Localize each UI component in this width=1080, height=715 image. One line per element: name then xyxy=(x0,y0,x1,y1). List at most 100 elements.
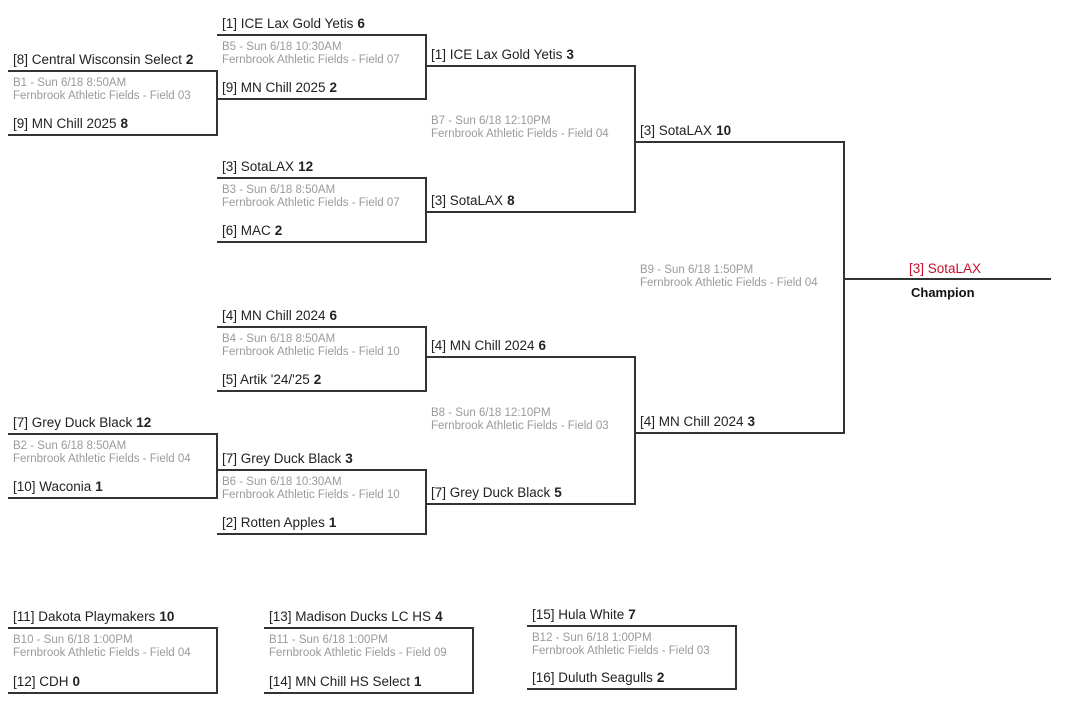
team-name: [4] MN Chill 2024 xyxy=(640,414,744,429)
team-name: [4] MN Chill 2024 xyxy=(431,338,535,353)
team-score: 2 xyxy=(274,223,283,238)
match-b1-connector xyxy=(216,70,218,136)
team-score: 2 xyxy=(656,670,665,685)
team-name: [1] ICE Lax Gold Yetis xyxy=(431,47,563,62)
champion-label: Champion xyxy=(911,285,975,300)
team-score: 1 xyxy=(328,515,337,530)
team-name: [7] Grey Duck Black xyxy=(431,485,551,500)
match-b7-venue: Fernbrook Athletic Fields - Field 04 xyxy=(431,128,609,140)
team-name: [14] MN Chill HS Select xyxy=(269,674,411,689)
match-b3-bottom-line xyxy=(217,241,427,243)
match-b8-schedule: B8 - Sun 6/18 12:10PM xyxy=(431,406,551,419)
match-b11-venue: Fernbrook Athletic Fields - Field 09 xyxy=(269,647,447,659)
team-score: 6 xyxy=(357,16,365,31)
match-b4-schedule: B4 - Sun 6/18 8:50AM xyxy=(222,333,336,345)
match-b1-top-line xyxy=(8,70,218,72)
match-b10-connector xyxy=(216,627,218,694)
team-name: [15] Hula White xyxy=(532,607,625,622)
match-b8-bottom-line xyxy=(426,503,636,505)
team-name: [9] MN Chill 2025 xyxy=(222,80,326,95)
match-b5-bottom-line xyxy=(217,98,427,100)
match-b4-venue: Fernbrook Athletic Fields - Field 10 xyxy=(222,346,400,358)
match-b10-venue: Fernbrook Athletic Fields - Field 04 xyxy=(13,647,191,659)
match-b4-bottom-line xyxy=(217,390,427,392)
match-b7-top-line xyxy=(426,65,636,67)
match-b7-connector xyxy=(634,65,636,213)
champion-name[interactable]: [3] SotaLAX xyxy=(909,261,982,276)
match-b2-schedule: B2 - Sun 6/18 8:50AM xyxy=(13,440,127,452)
match-b1-bottom-line xyxy=(8,134,218,136)
team-score: 2 xyxy=(185,52,194,67)
match-b2-venue: Fernbrook Athletic Fields - Field 04 xyxy=(13,453,191,465)
team-score: 8 xyxy=(507,193,515,208)
match-b2-connector xyxy=(216,433,218,499)
match-b12-schedule: B12 - Sun 6/18 1:00PM xyxy=(532,632,652,644)
match-b11-top-line xyxy=(264,627,474,629)
team-score: 7 xyxy=(628,607,636,622)
team-score: 6 xyxy=(538,338,547,353)
match-b3-top-line xyxy=(217,177,427,179)
match-b9-venue: Fernbrook Athletic Fields - Field 04 xyxy=(640,276,818,289)
match-b11-connector xyxy=(472,627,474,694)
match-b8-connector xyxy=(634,356,636,505)
match-b9-schedule: B9 - Sun 6/18 1:50PM xyxy=(640,263,754,276)
team-score: 4 xyxy=(435,609,443,624)
match-b3-venue: Fernbrook Athletic Fields - Field 07 xyxy=(222,197,400,209)
match-b3-schedule: B3 - Sun 6/18 8:50AM xyxy=(222,184,336,196)
team-name: [7] Grey Duck Black xyxy=(13,415,133,430)
match-b4-top-line xyxy=(217,326,427,328)
match-b8-venue: Fernbrook Athletic Fields - Field 03 xyxy=(431,419,609,432)
team-name: [6] MAC xyxy=(222,223,271,238)
match-b6-schedule: B6 - Sun 6/18 10:30AM xyxy=(222,476,342,488)
match-b8-top-line xyxy=(426,356,636,358)
champion-line xyxy=(845,278,1051,280)
match-b9-top-line xyxy=(635,141,845,143)
team-name: [4] MN Chill 2024 xyxy=(222,308,326,323)
match-b3-connector xyxy=(425,177,427,243)
team-name: [2] Rotten Apples xyxy=(222,515,325,530)
team-score: 6 xyxy=(329,308,338,323)
match-b12-bottom-line xyxy=(527,688,737,690)
team-score: 10 xyxy=(716,123,732,138)
match-b9-connector xyxy=(843,141,845,434)
match-b6-venue: Fernbrook Athletic Fields - Field 10 xyxy=(222,489,400,501)
team-score: 3 xyxy=(566,47,574,62)
match-b10-bottom-line xyxy=(8,692,218,694)
team-score: 1 xyxy=(95,479,103,494)
team-name: [16] Duluth Seagulls xyxy=(532,670,653,685)
match-b2-bottom-line xyxy=(8,497,218,499)
team-score: 3 xyxy=(747,414,756,429)
match-b11-bottom-line xyxy=(264,692,474,694)
team-score: 10 xyxy=(159,609,175,624)
team-score: 2 xyxy=(329,80,338,95)
team-score: 1 xyxy=(414,674,422,689)
team-score: 0 xyxy=(72,674,81,689)
team-score: 3 xyxy=(345,451,353,466)
match-b9-bottom-line xyxy=(635,432,845,434)
